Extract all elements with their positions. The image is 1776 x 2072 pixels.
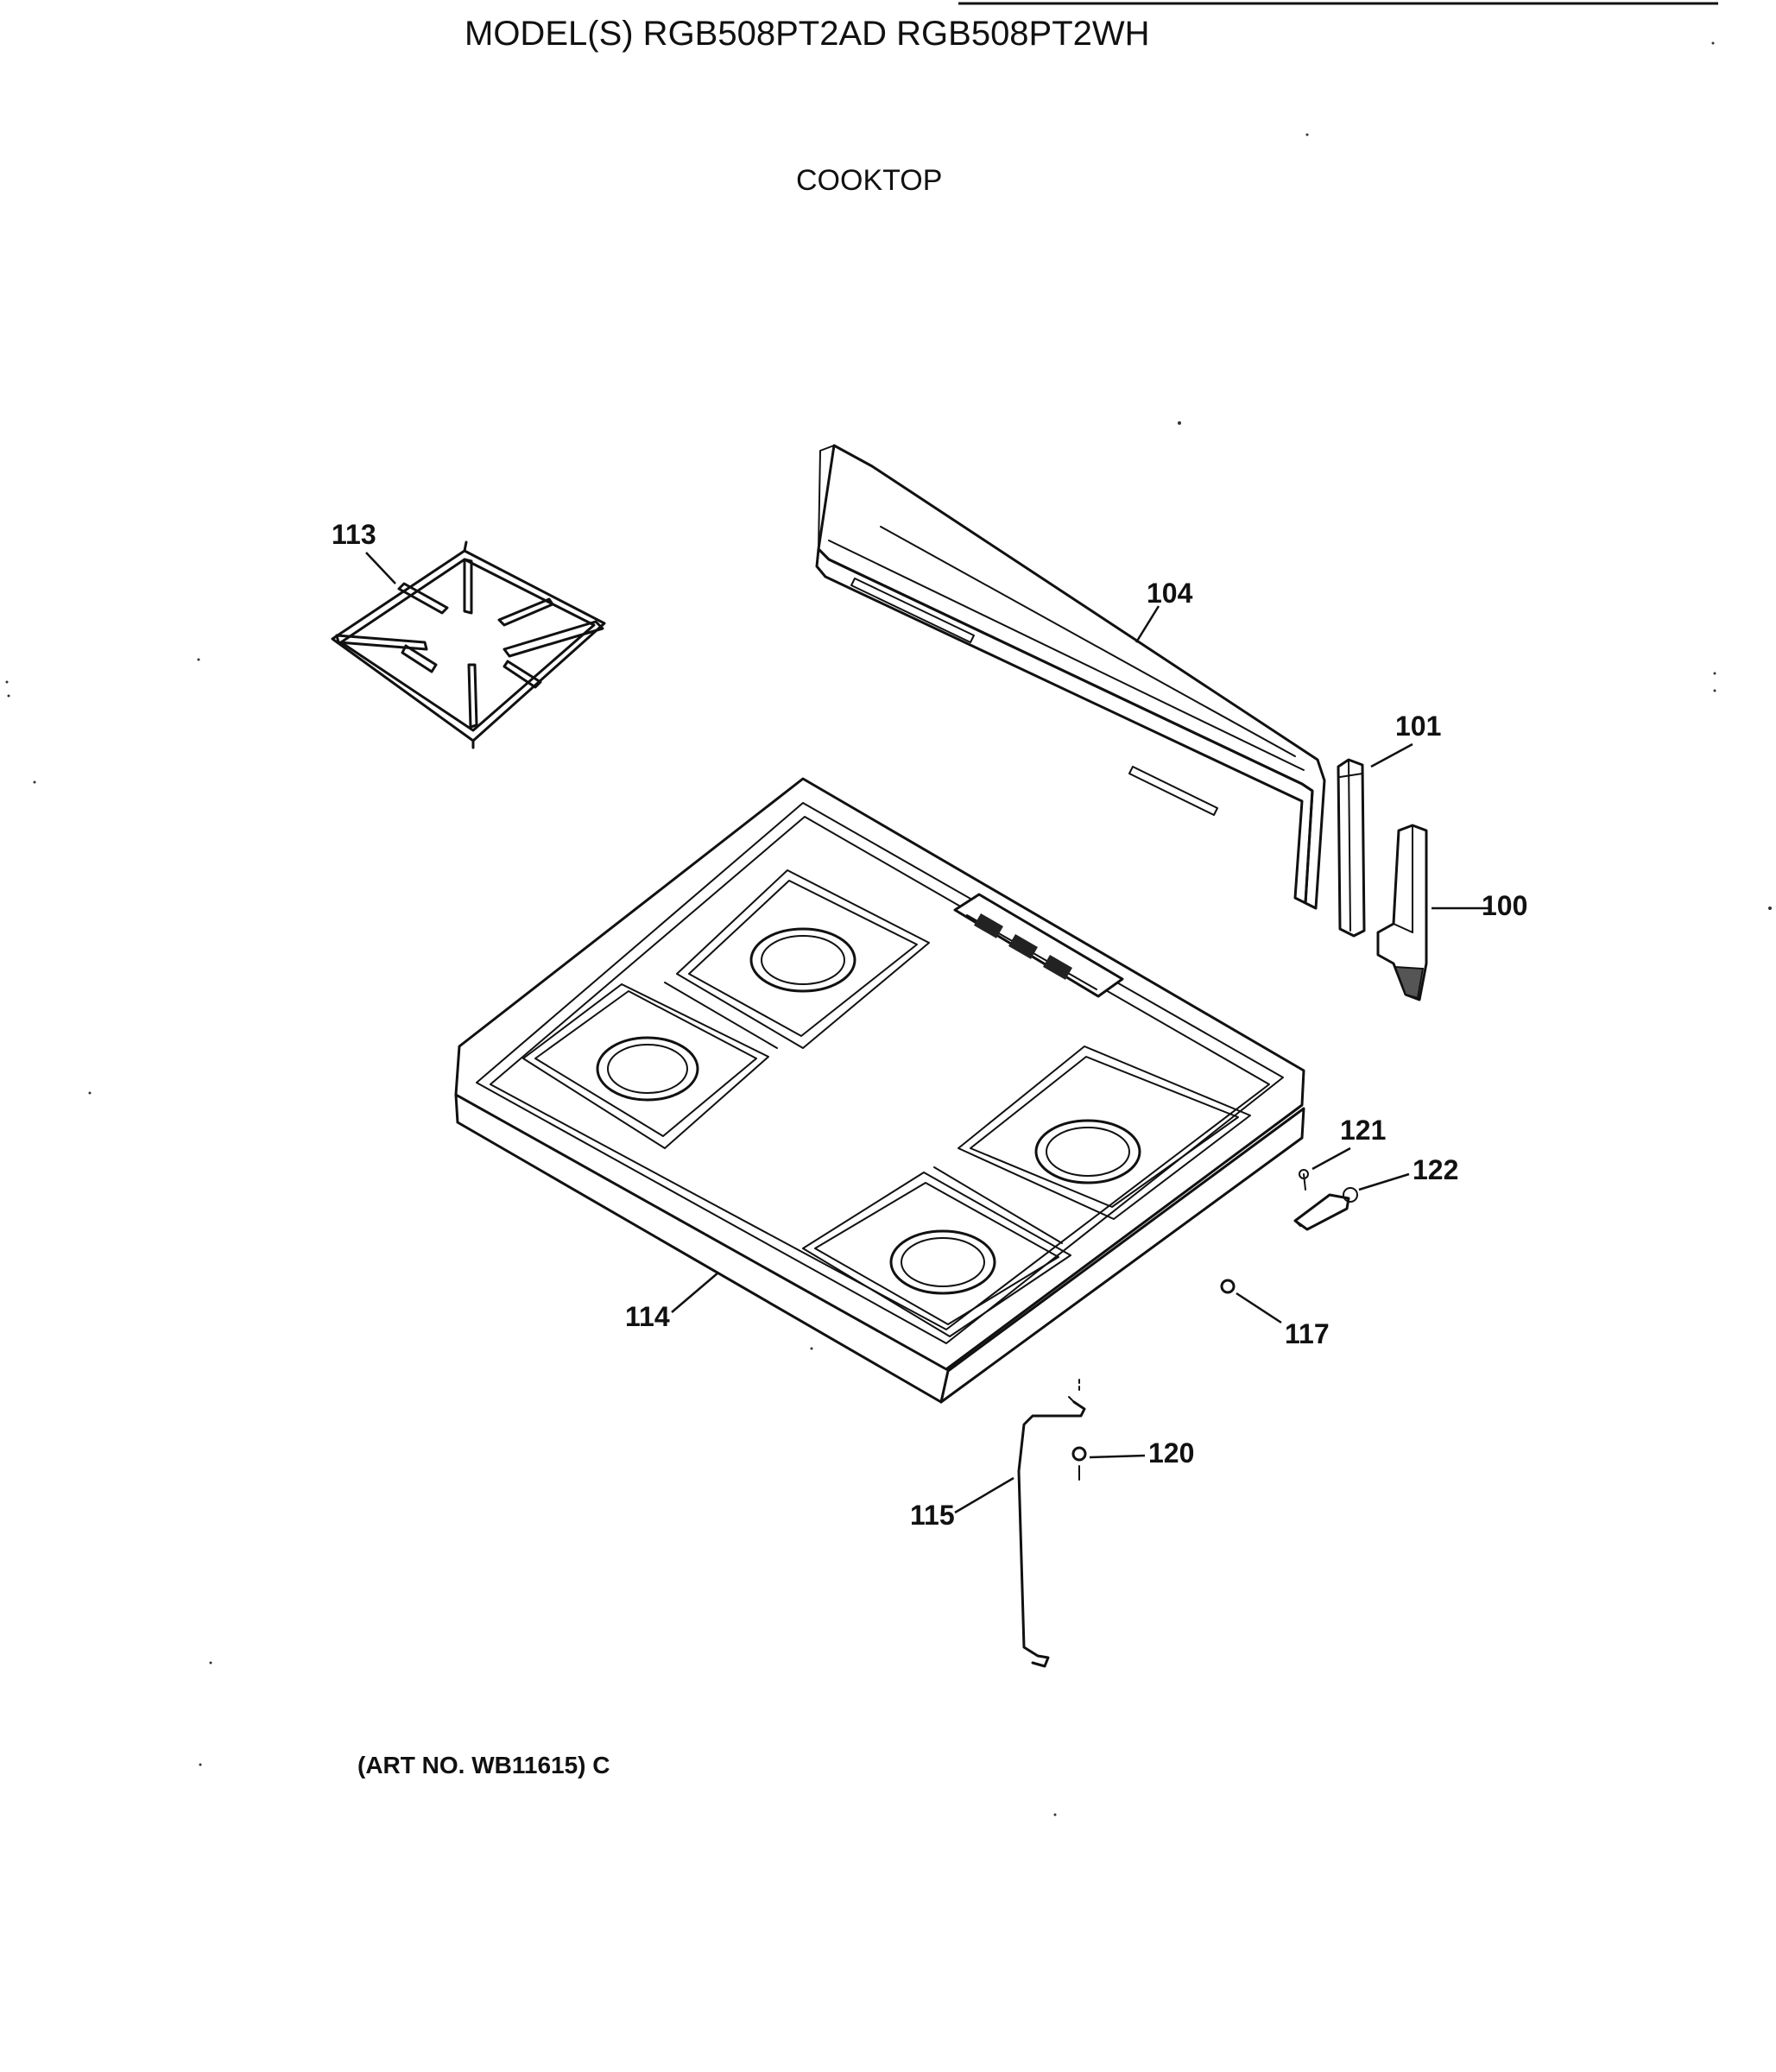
leader-115 [954,1476,1014,1514]
callout-115: 115 [910,1500,955,1531]
model-title: MODEL(S) RGB508PT2AD RGB508PT2WH [465,15,1150,53]
cooktop-part-114 [454,777,1305,1404]
side-trim-part-100 [1376,824,1428,1001]
screw-part-120 [1071,1379,1087,1481]
callout-113: 113 [332,519,376,550]
rod-part-115 [1017,1396,1086,1668]
grate-part-113 [331,540,606,749]
nut-part-117 [1220,1279,1236,1294]
callout-120: 120 [1148,1437,1194,1469]
callout-114: 114 [625,1301,670,1332]
callout-101: 101 [1395,711,1441,742]
backsplash-part-104 [815,444,1326,910]
screw-part-121 [1299,1169,1309,1191]
callout-104: 104 [1147,578,1193,609]
callout-117: 117 [1285,1318,1330,1349]
callout-121: 121 [1340,1115,1386,1146]
leader-113 [365,552,396,584]
end-cap-part-101 [1337,758,1366,938]
leader-114 [671,1272,719,1313]
leader-117 [1236,1292,1282,1324]
leader-120 [1089,1454,1146,1459]
leader-121 [1311,1147,1351,1171]
callout-100: 100 [1482,890,1527,921]
leader-122 [1358,1172,1410,1191]
art-number: (ART NO. WB11615) C [357,1752,610,1778]
scan-specks [5,41,1772,1816]
section-title: COOKTOP [796,164,942,197]
callout-122: 122 [1413,1154,1458,1185]
leader-104 [1134,605,1160,643]
leader-101 [1370,742,1413,768]
bracket-part-122 [1293,1187,1358,1231]
